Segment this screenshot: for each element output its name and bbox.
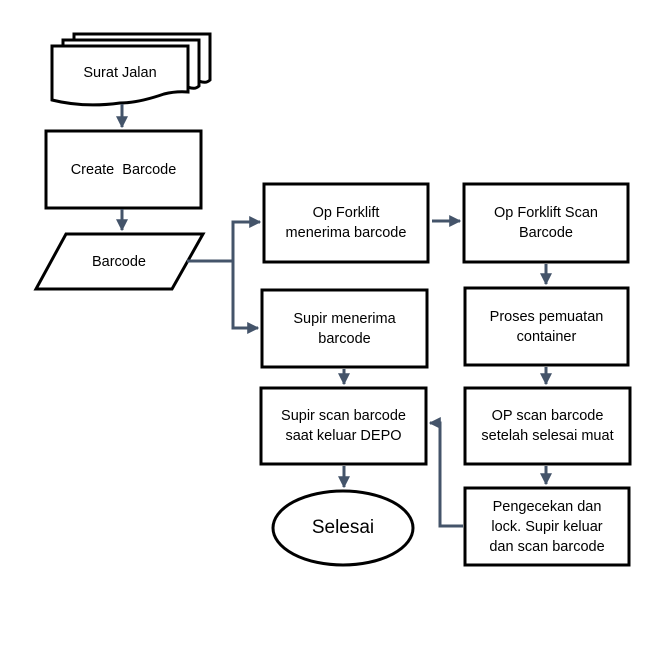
arrow-pengecekan-to-supir-scan xyxy=(428,417,463,528)
create-barcode-box xyxy=(44,129,203,210)
selesai-label: Selesai xyxy=(311,517,375,538)
surat-jalan-label: Surat Jalan xyxy=(83,65,157,81)
proses-pemuatan-label: Proses pemuatan container xyxy=(489,308,604,345)
arrow-barcode-to-op-forklift xyxy=(187,216,262,263)
op-forklift-scan-box xyxy=(462,182,630,264)
op-forklift-menerima-box xyxy=(262,182,430,264)
surat-jalan-document-shape xyxy=(50,32,212,107)
supir-menerima-label: Supir menerima barcode xyxy=(293,310,396,347)
supir-scan-label: Supir scan barcode saat keluar DEPO xyxy=(281,408,406,444)
selesai-terminator xyxy=(271,489,415,567)
pengecekan-box xyxy=(463,486,631,567)
proses-pemuatan-box xyxy=(463,286,630,367)
supir-menerima-box xyxy=(260,288,429,369)
op-scan-label: OP scan barcode setelah selesai muat xyxy=(481,408,614,444)
barcode-label: Barcode xyxy=(91,253,146,270)
op-scan-box xyxy=(463,386,632,466)
create-barcode-label: Create Barcode xyxy=(70,161,177,178)
op-forklift-menerima-label: Op Forklift menerima barcode xyxy=(285,205,407,241)
barcode-parallelogram xyxy=(33,232,206,291)
op-forklift-scan-label: Op Forklift Scan Barcode xyxy=(494,205,598,241)
arrow-barcode-to-supir-menerima xyxy=(231,261,260,334)
pengecekan-label: Pengecekan dan lock. Supir keluar dan sc… xyxy=(489,498,605,555)
supir-scan-box xyxy=(259,386,428,466)
